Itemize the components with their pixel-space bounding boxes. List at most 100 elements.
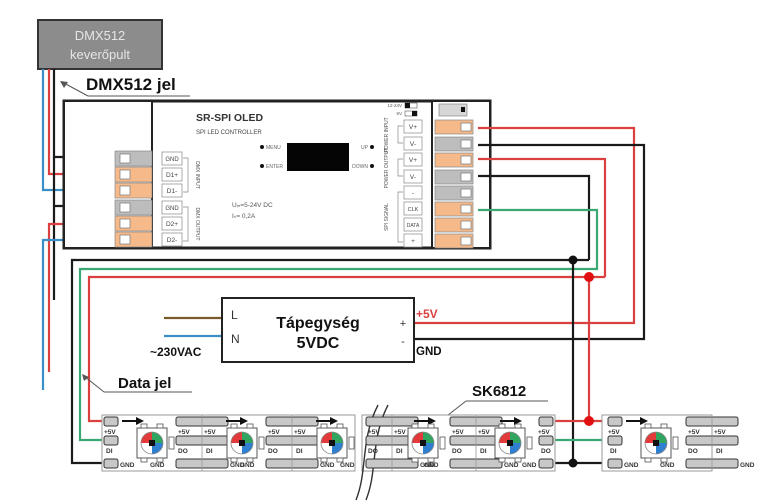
pin-spi-data: DATA: [407, 223, 420, 229]
junction-gnd-top: [568, 255, 578, 265]
power-output-pins: V+ V- POWER OUTPUT: [384, 148, 423, 188]
led-leg: [230, 423, 238, 429]
pad-label: DI: [106, 448, 113, 455]
voltage-switch[interactable]: [404, 102, 418, 117]
solder-pad: [607, 416, 623, 427]
spi-signal-group-label: SPI SIGNAL: [384, 203, 390, 231]
led-leg: [411, 457, 419, 463]
led-leg: [644, 423, 652, 429]
pad-label: +5V: [478, 429, 490, 436]
gnd-label: GND: [416, 346, 442, 358]
enter-button[interactable]: [260, 164, 264, 168]
capacitor: [672, 436, 679, 450]
menu-button[interactable]: [260, 145, 264, 149]
terminal-screw: [119, 185, 131, 196]
down-button[interactable]: [370, 164, 374, 168]
strip-model-label: SK6812: [472, 383, 526, 400]
solder-pad: [538, 416, 554, 427]
dmx-mixer: DMX512 keverőpult: [37, 19, 163, 70]
pad-label: DO: [268, 448, 278, 455]
pin-power-out-vminus: V-: [410, 174, 416, 181]
pad-label: GND: [740, 462, 755, 469]
pad-label: GND: [340, 462, 355, 469]
led-outline: [140, 431, 164, 455]
led-die: [420, 440, 426, 446]
led-outline: [411, 431, 435, 455]
pad-label: +5V: [268, 429, 280, 436]
terminal-screw: [460, 122, 472, 132]
psu-l-label: L: [231, 308, 238, 322]
pad-label: GND: [424, 462, 439, 469]
led-die: [507, 440, 513, 446]
dmx-input-group-label: DMX INPUT: [194, 161, 200, 189]
dmx-output-pins: GND D2+ D2- DMX OUTPUT: [161, 200, 200, 247]
led-leg: [230, 457, 238, 463]
rgb-led: [494, 423, 533, 463]
pad-label: GND: [660, 462, 675, 469]
arrow-icon: [330, 417, 338, 425]
led-die: [239, 440, 245, 446]
led-leg: [320, 423, 328, 429]
pin-power-in-vplus: V+: [409, 124, 417, 131]
terminal-screw: [460, 220, 472, 230]
pad-label: +5V: [368, 429, 380, 436]
terminal-screw: [460, 236, 472, 246]
rgb-led: [136, 423, 175, 463]
led-leg: [660, 423, 668, 429]
terminal-screw: [460, 155, 472, 165]
pad-label: DO: [452, 448, 462, 455]
arrow-icon: [514, 417, 522, 425]
pad-label: GND: [150, 462, 165, 469]
pad-label: DI: [716, 448, 723, 455]
led-outline: [644, 431, 668, 455]
terminal-screw: [119, 153, 131, 164]
down-label: DOWN: [352, 164, 368, 170]
rgb-led: [407, 423, 446, 463]
pin-power-in-vminus: V-: [410, 141, 416, 148]
menu-label: MENU: [266, 145, 281, 151]
pad-label: +5V: [452, 429, 464, 436]
power-input-group-label: POWER INPUT: [384, 117, 390, 152]
arrow-icon: [136, 417, 144, 425]
data-signal-label: Data jel: [118, 375, 171, 392]
up-button[interactable]: [370, 145, 374, 149]
dmx-input-pins: GND D1+ D1- DMX INPUT: [161, 151, 200, 198]
pad-label: +5V: [204, 429, 216, 436]
solder-pad: [538, 435, 554, 446]
junction-5v-top: [584, 272, 594, 282]
pin-gnd-out: GND: [165, 206, 179, 212]
led-outline: [498, 431, 522, 455]
led-leg: [156, 457, 164, 463]
led-leg: [427, 457, 435, 463]
led-leg: [320, 457, 328, 463]
solder-pad: [538, 458, 554, 469]
terminal-screw: [119, 234, 131, 245]
pad-label: +5V: [178, 429, 190, 436]
pin-spi-minus: -: [412, 190, 414, 197]
power-supply: L N Tápegység 5VDC + -: [164, 297, 415, 363]
led-leg: [427, 423, 435, 429]
led-leg: [336, 423, 344, 429]
terminal-screw: [460, 172, 472, 182]
pad-label: GND: [320, 462, 335, 469]
mixer-subtitle: keverőpult: [70, 47, 130, 62]
pad-label: +5V: [608, 429, 620, 436]
solder-pad: [607, 435, 623, 446]
psu-subtitle: 5VDC: [297, 335, 340, 352]
capacitor: [168, 436, 175, 450]
solder-pad: [103, 435, 119, 446]
dmx-terminal-block: [114, 150, 153, 248]
pad-label: GND: [120, 462, 135, 469]
led-outline: [230, 431, 254, 455]
pin-d1-plus: D1+: [166, 172, 178, 179]
pad-label: +5V: [294, 429, 306, 436]
pin-spi-plus: +: [411, 238, 415, 245]
led-leg: [514, 457, 522, 463]
terminal-screw: [460, 204, 472, 214]
led-leg: [156, 423, 164, 429]
strip-break-mark: [355, 404, 379, 501]
arrow-icon: [640, 417, 648, 425]
terminal-screw: [119, 202, 131, 213]
solder-pad: [607, 458, 623, 469]
